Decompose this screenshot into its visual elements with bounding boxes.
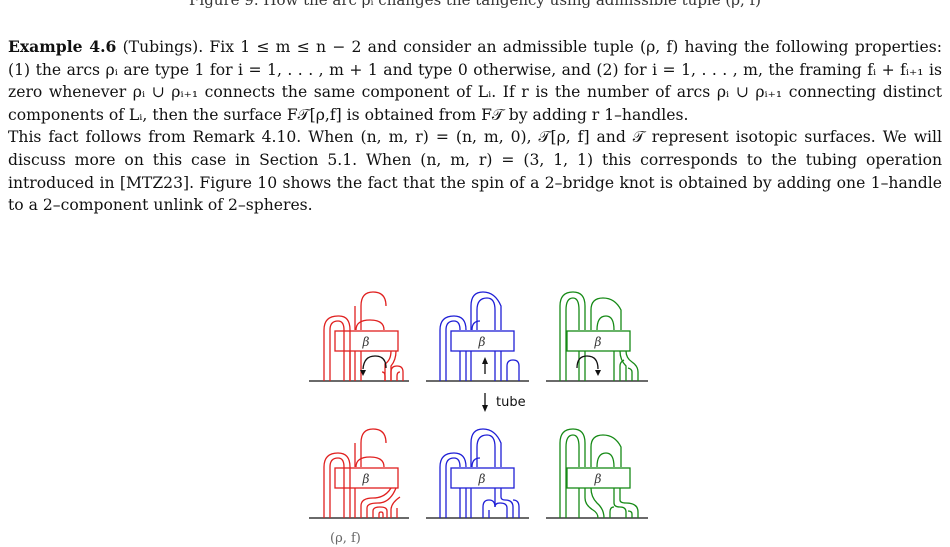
beta-label: β [362, 335, 370, 349]
beta-label: β [594, 472, 602, 486]
red-top-arrow [362, 355, 387, 370]
cut-off-math: (ρ, f) [330, 531, 361, 546]
red-diagram-bottom [309, 428, 409, 519]
beta-label: β [594, 335, 602, 349]
beta-label: β [478, 472, 486, 486]
green-diagram-top [546, 291, 648, 382]
example-name: (Tubings). [122, 38, 204, 56]
green-diagram-bottom [546, 428, 648, 519]
green-top-arrow [576, 355, 599, 370]
example-paragraph-1: Example 4.6 (Tubings). Fix 1 ≤ m ≤ n − 2… [8, 36, 942, 126]
blue-diagram-bottom [426, 428, 529, 519]
beta-label: β [362, 472, 370, 486]
example-block: Example 4.6 (Tubings). Fix 1 ≤ m ≤ n − 2… [8, 36, 942, 217]
figure-caption-previous: Figure 9. How the arc ρᵢ changes the tan… [189, 0, 761, 9]
example-heading: Example 4.6 [8, 37, 117, 56]
red-diagram-top [309, 291, 409, 382]
blue-diagram-top [426, 291, 529, 382]
tube-arrow-label: tube [496, 395, 526, 410]
beta-label: β [478, 335, 486, 349]
example-text-1: Fix 1 ≤ m ≤ n − 2 and consider an admiss… [8, 38, 942, 124]
example-paragraph-2: This fact follows from Remark 4.10. When… [8, 128, 942, 215]
